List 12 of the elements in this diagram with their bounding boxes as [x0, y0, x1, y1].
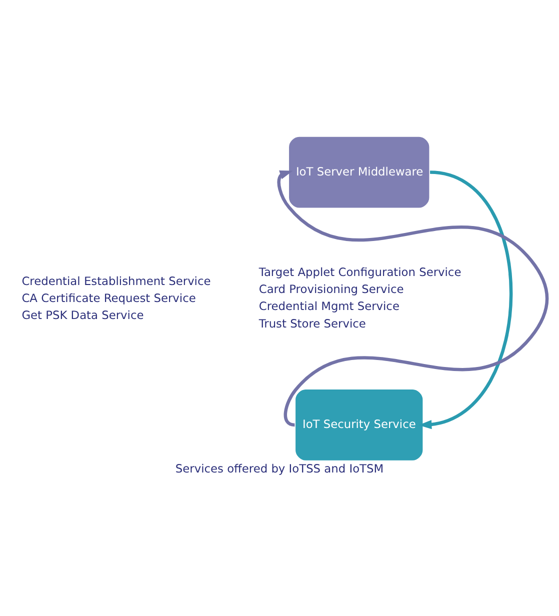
node-box: IoT Server Middleware [289, 136, 430, 208]
label: CA Certificate Request Service [22, 291, 196, 306]
label: Target Applet Configuration Service [258, 264, 462, 279]
label: Credential Establishment Service [22, 274, 211, 288]
label: Get PSK Data Service [22, 308, 144, 322]
label: Trust Store Service [258, 316, 366, 330]
label: Card Provisioning Service [258, 282, 404, 296]
node-box: IoT Security Service [296, 390, 423, 460]
arrow [277, 170, 548, 426]
label: Credential Mgmt Service [258, 299, 400, 314]
arrow [418, 170, 513, 430]
caption: Services offered by IoTSS and IoTSM [175, 461, 384, 476]
